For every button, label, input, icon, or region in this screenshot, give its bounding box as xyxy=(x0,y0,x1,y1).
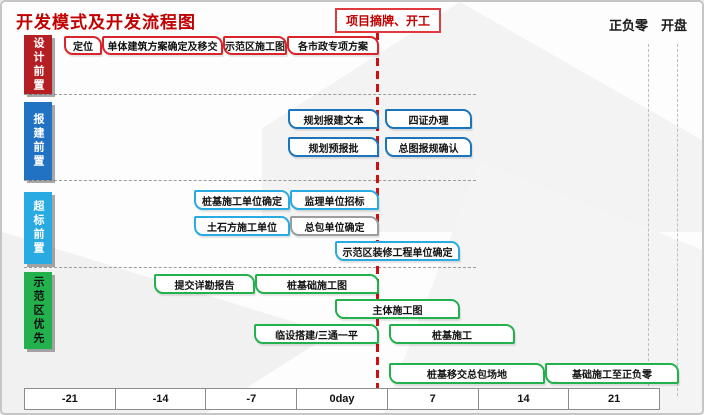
axis-tick: -14 xyxy=(114,388,207,410)
axis-tick: 14 xyxy=(477,388,570,410)
flow-box: 总图报规确认 xyxy=(385,137,472,157)
axis-tick: 7 xyxy=(386,388,479,410)
flow-box: 监理单位招标 xyxy=(290,190,379,210)
flow-box: 桩基移交总包场地 xyxy=(389,363,545,384)
flow-box: 示范区施工图 xyxy=(223,36,287,55)
flow-box: 基础施工至正负零 xyxy=(545,363,679,384)
axis-tick: 21 xyxy=(568,388,661,410)
project-milestone-banner: 项目摘牌、开工 xyxy=(335,8,442,33)
flow-box: 示范区装修工程单位确定 xyxy=(335,241,460,261)
row-separator xyxy=(24,180,476,181)
flow-box: 桩基础施工图 xyxy=(255,274,379,294)
row-separator xyxy=(24,267,476,268)
milestone-dashed-line-zero-level xyxy=(648,44,649,396)
flow-box: 定位 xyxy=(64,36,102,55)
flow-box: 提交详勘报告 xyxy=(154,274,255,294)
axis-tick: 0day xyxy=(296,388,388,410)
flow-box: 规划报建文本 xyxy=(288,109,379,129)
flow-box: 临设搭建/三通一平 xyxy=(254,324,379,344)
milestone-label-opening: 开盘 xyxy=(661,18,688,33)
timeline-zero-marker-line xyxy=(376,32,379,389)
flow-box: 规划预报批 xyxy=(288,137,379,157)
milestone-dashed-line-opening xyxy=(677,44,678,396)
row-label-bidding-front: 超标前置 xyxy=(24,192,52,264)
flow-box: 单体建筑方案确定及移交 xyxy=(102,36,223,55)
flow-box: 桩基施工 xyxy=(389,324,515,344)
flow-box: 四证办理 xyxy=(385,109,472,129)
axis-tick: -7 xyxy=(205,388,298,410)
milestone-label-zero-level: 正负零 xyxy=(609,18,649,33)
timeline-axis: -21 -14 -7 0day 7 14 21 xyxy=(24,388,661,410)
axis-tick: -21 xyxy=(24,388,116,410)
row-label-demo-area-first: 示范区优先 xyxy=(24,272,52,349)
flow-box: 各市政专项方案 xyxy=(287,36,379,55)
flow-box: 主体施工图 xyxy=(335,299,460,319)
row-label-design-front: 设计前置 xyxy=(24,35,52,94)
flow-box: 土石方施工单位 xyxy=(194,216,290,236)
flow-box: 总包单位确定 xyxy=(290,216,379,236)
row-label-permit-front: 报建前置 xyxy=(24,102,52,180)
page-title: 开发模式及开发流程图 xyxy=(16,13,196,32)
flow-box: 桩基施工单位确定 xyxy=(194,190,290,210)
row-separator xyxy=(24,94,476,95)
